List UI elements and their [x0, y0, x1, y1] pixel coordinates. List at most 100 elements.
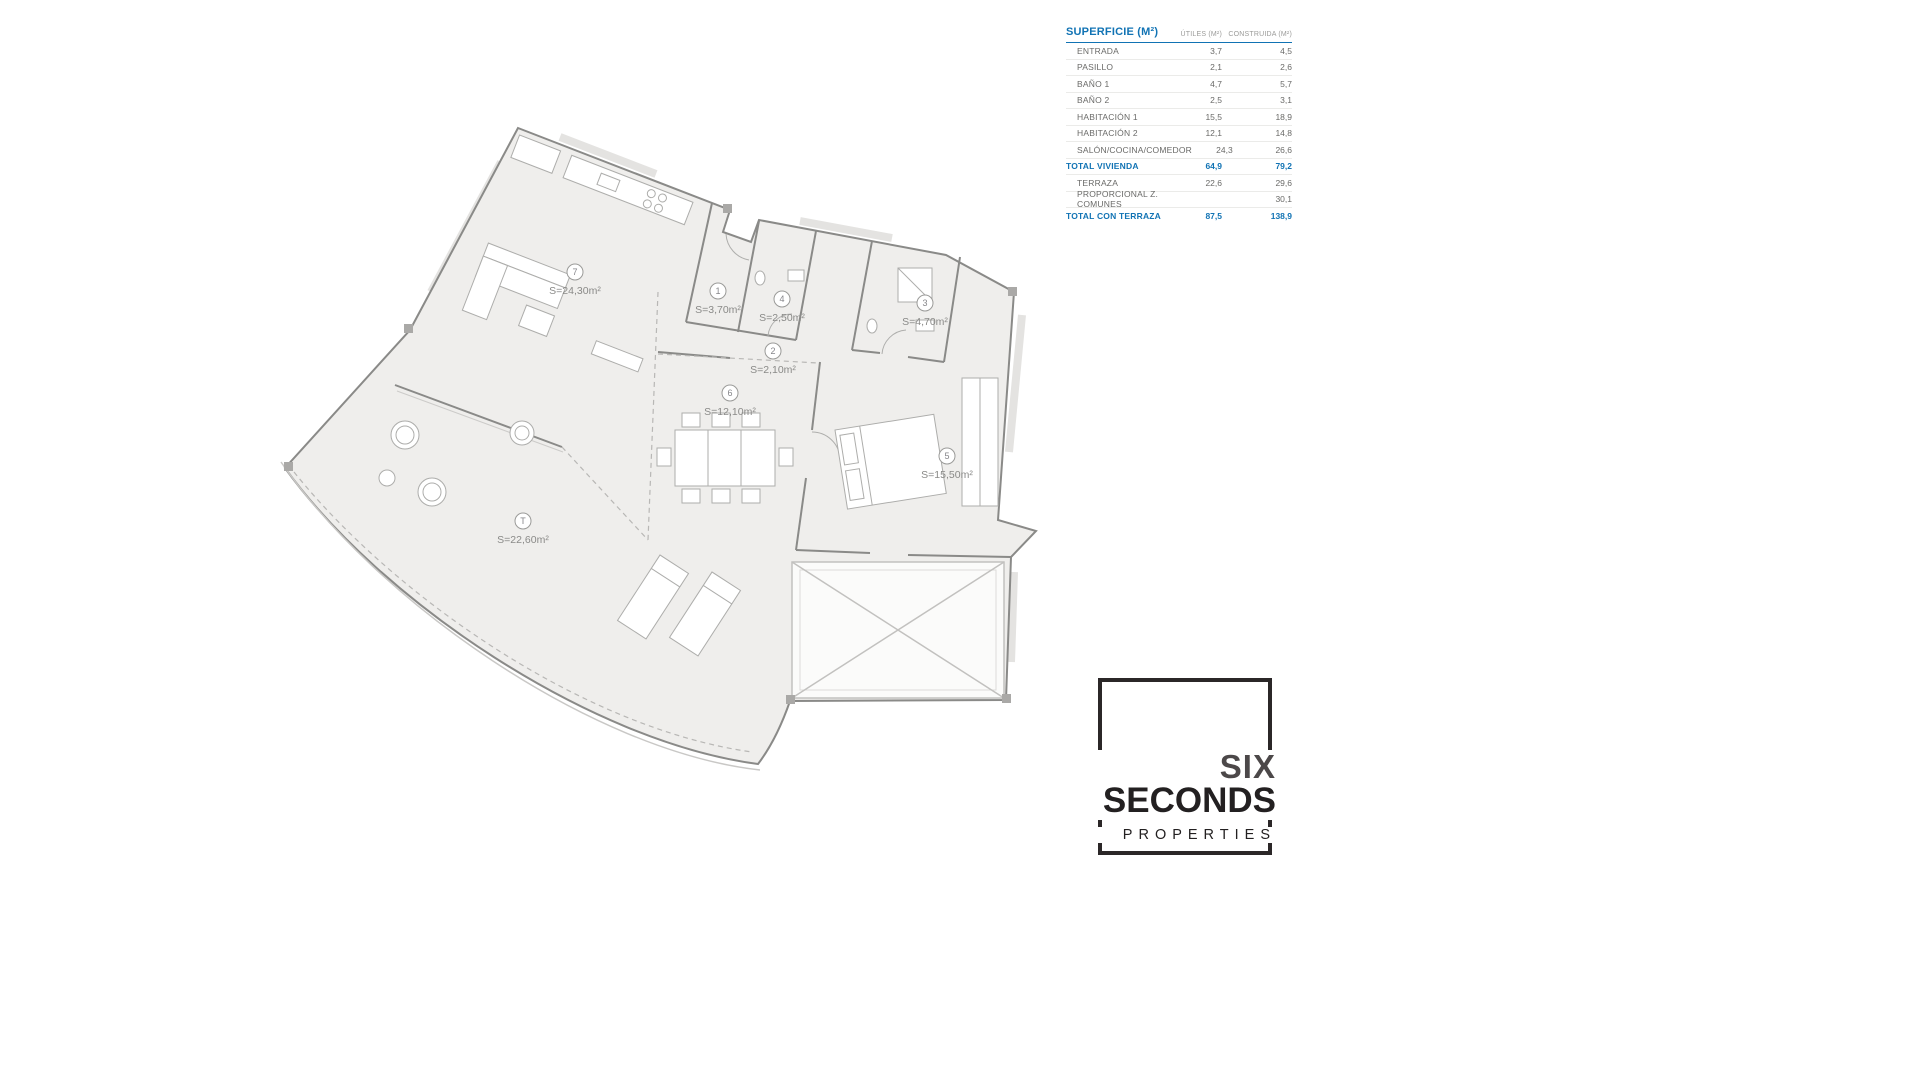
coffee-table [517, 304, 556, 338]
table-row-salon: SALÓN/COCINA/COMEDOR 24,3 26,6 [1066, 142, 1292, 159]
row-construida: 5,7 [1280, 78, 1292, 89]
svg-text:S=22,60m²: S=22,60m² [497, 534, 549, 546]
dashed-lines [293, 291, 819, 753]
svg-text:2: 2 [770, 346, 775, 356]
row-label: BAÑO 1 [1077, 78, 1110, 89]
row-utiles: 2,1 [1210, 62, 1222, 73]
svg-text:S=3,70m²: S=3,70m² [695, 304, 741, 316]
sun-lounger-1 [616, 554, 690, 640]
bathroom-1-fixtures [866, 267, 935, 334]
living-room-furniture [461, 134, 694, 373]
svg-text:1: 1 [715, 286, 720, 296]
svg-text:S=24,30m²: S=24,30m² [549, 285, 601, 297]
kitchen-sink [596, 172, 621, 193]
row-construida: 3,1 [1280, 95, 1292, 106]
table-row-bano2: BAÑO 2 2,5 3,1 [1066, 93, 1292, 109]
floor-plan: 7 S=24,30m² 1 S=3,70m² 4 S=2,50m² 3 S=4,… [260, 100, 1060, 880]
logo-text: SIX SECONDS PROPERTIES [1094, 749, 1276, 843]
furniture [378, 134, 999, 657]
column-header-utiles: ÚTILES (M²) [1180, 31, 1222, 38]
row-construida: 4,5 [1280, 45, 1292, 56]
row-utiles: 24,3 [1216, 144, 1233, 155]
row-label: TERRAZA [1077, 177, 1119, 188]
row-label: HABITACIÓN 2 [1077, 128, 1138, 139]
room-label-habitacion2: 6 S=12,10m² [704, 384, 756, 418]
room-labels: 7 S=24,30m² 1 S=3,70m² 4 S=2,50m² 3 S=4,… [497, 263, 973, 546]
glazing-inner-line [396, 390, 564, 453]
bed [834, 413, 947, 510]
svg-text:S=2,50m²: S=2,50m² [759, 312, 805, 324]
bathroom-2-fixtures [754, 269, 805, 286]
table-row-bano1: BAÑO 1 4,7 5,7 [1066, 76, 1292, 93]
room-label-bano1: 3 S=4,70m² [902, 294, 948, 328]
logo-line-seconds: SECONDS [1094, 782, 1276, 820]
six-seconds-logo: SIX SECONDS PROPERTIES [1094, 678, 1276, 855]
row-label: HABITACIÓN 1 [1077, 111, 1138, 122]
row-utiles: 2,5 [1210, 95, 1222, 106]
svg-text:4: 4 [779, 294, 784, 304]
svg-text:7: 7 [572, 267, 577, 277]
svg-text:5: 5 [944, 451, 949, 461]
sun-lounger-2 [668, 571, 742, 657]
table-title: SUPERFICIE (M²) [1066, 26, 1159, 38]
table-row-habitacion2: HABITACIÓN 2 12,1 14,8 [1066, 126, 1292, 142]
dining-table [656, 412, 794, 504]
terrace-armchairs [378, 420, 535, 507]
svg-text:3: 3 [922, 298, 927, 308]
room-label-habitacion1: 5 S=15,50m² [921, 447, 973, 481]
row-construida: 29,6 [1275, 177, 1292, 188]
row-construida: 138,9 [1270, 211, 1292, 222]
table-row-zonas-comunes: PROPORCIONAL Z. COMUNES 30,1 [1066, 189, 1292, 210]
logo-line-six: SIX [1094, 749, 1276, 784]
row-utiles: 64,9 [1205, 161, 1222, 172]
svg-text:6: 6 [727, 388, 732, 398]
stove-burners [642, 189, 667, 213]
terrace-railing [280, 461, 761, 771]
floor-plan-svg: 7 S=24,30m² 1 S=3,70m² 4 S=2,50m² 3 S=4,… [280, 126, 1038, 771]
row-label: BAÑO 2 [1077, 95, 1110, 106]
sofa-chaise [461, 255, 509, 321]
room-label-salon: 7 S=24,30m² [549, 263, 601, 297]
columns [284, 204, 1017, 704]
table-row-total-vivienda: TOTAL VIVIENDA 64,9 79,2 [1066, 159, 1292, 175]
row-label: PROPORCIONAL Z. COMUNES [1077, 189, 1159, 210]
svg-text:S=4,70m²: S=4,70m² [902, 316, 948, 328]
row-utiles: 4,7 [1210, 78, 1222, 89]
row-construida: 79,2 [1275, 161, 1292, 172]
row-label: SALÓN/COCINA/COMEDOR [1077, 144, 1192, 155]
table-header: SUPERFICIE (M²) ÚTILES (M²) CONSTRUIDA (… [1066, 26, 1292, 43]
row-utiles: 87,5 [1205, 211, 1222, 222]
row-utiles: 22,6 [1205, 177, 1222, 188]
kitchen-counter [562, 154, 694, 226]
door-arcs [725, 233, 907, 459]
room-label-entrada: 1 S=3,70m² [695, 282, 741, 316]
row-utiles: 3,7 [1210, 45, 1222, 56]
row-construida: 2,6 [1280, 62, 1292, 73]
row-label: ENTRADA [1077, 45, 1120, 56]
row-construida: 26,6 [1275, 144, 1292, 155]
svg-text:S=2,10m²: S=2,10m² [750, 364, 796, 376]
table-row-total-con-terraza: TOTAL CON TERRAZA 87,5 138,9 [1066, 208, 1292, 225]
hatched-area [791, 561, 1005, 699]
row-label: TOTAL VIVIENDA [1066, 161, 1139, 172]
column-header-construida: CONSTRUIDA (M²) [1228, 31, 1292, 38]
kitchen-cabinet [510, 134, 562, 174]
row-label: PASILLO [1077, 62, 1114, 73]
svg-text:S=15,50m²: S=15,50m² [921, 469, 973, 481]
row-construida: 18,9 [1275, 111, 1292, 122]
svg-text:S=12,10m²: S=12,10m² [704, 406, 756, 418]
surface-table: SUPERFICIE (M²) ÚTILES (M²) CONSTRUIDA (… [1066, 26, 1292, 225]
room-label-terraza: T S=22,60m² [497, 512, 549, 546]
room-label-bano2: 4 S=2,50m² [759, 290, 805, 324]
row-utiles: 12,1 [1205, 128, 1222, 139]
room-label-pasillo: 2 S=2,10m² [750, 342, 796, 376]
row-utiles: 15,5 [1205, 111, 1222, 122]
table-row-terraza: TERRAZA 22,6 29,6 [1066, 175, 1292, 192]
row-construida: 30,1 [1275, 194, 1292, 205]
table-row-pasillo: PASILLO 2,1 2,6 [1066, 60, 1292, 76]
table-row-entrada: ENTRADA 3,7 4,5 [1066, 43, 1292, 60]
row-label: TOTAL CON TERRAZA [1066, 211, 1162, 222]
logo-line-properties: PROPERTIES [1094, 827, 1276, 843]
table-row-habitacion1: HABITACIÓN 1 15,5 18,9 [1066, 109, 1292, 126]
